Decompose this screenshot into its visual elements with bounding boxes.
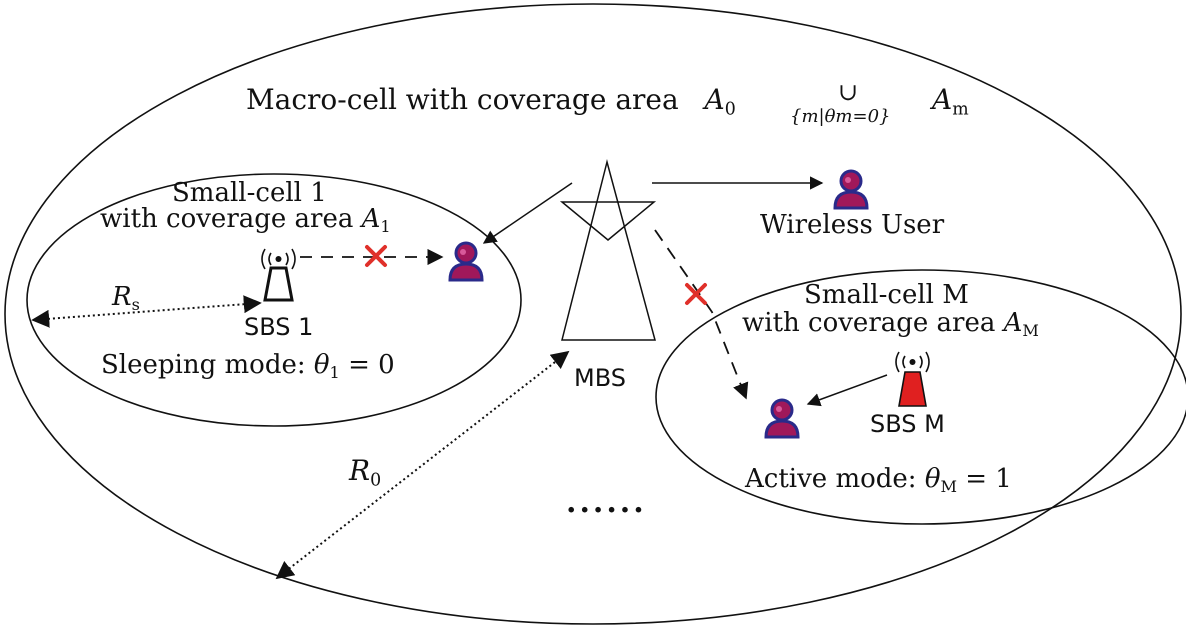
sleeping-mode-theta: θ: [313, 350, 330, 380]
active-mode-label: Active mode: θM = 1: [745, 466, 1012, 495]
small-cell-m-title: Small-cell M: [804, 280, 969, 310]
sbs1-antenna-icon: [261, 248, 296, 302]
radius-rs-subscript: s: [131, 295, 140, 315]
radius-rs-label: Rs: [112, 284, 140, 313]
sleeping-mode-subscript: 1: [329, 363, 340, 383]
small-cell-m-coverage-text: with coverage area: [742, 308, 996, 338]
sbsm-label: SBS M: [870, 410, 945, 438]
macro-a0-symbol: A: [704, 83, 725, 116]
macro-cell-boundary: [4, 3, 1182, 625]
mbs-to-userm-dashed-arrow: [654, 229, 749, 400]
sleeping-mode-label: Sleeping mode: θ1 = 0: [101, 352, 395, 381]
active-mode-text: Active mode:: [745, 464, 917, 494]
small-cell-1-coverage: with coverage area A1: [100, 206, 391, 235]
radius-r0-letter: R: [349, 454, 371, 487]
sbs1-label: SBS 1: [244, 313, 314, 341]
union-condition: {m|θm=0}: [790, 106, 891, 127]
small-cell-1-area-subscript: 1: [380, 217, 391, 237]
wireless-user-label: Wireless User: [760, 210, 945, 240]
small-cell-1-title: Small-cell 1: [172, 178, 327, 208]
active-mode-value: = 1: [965, 464, 1012, 494]
user-icon: [764, 398, 800, 439]
sleeping-mode-text: Sleeping mode:: [101, 350, 306, 380]
macro-am-letter: A: [932, 83, 953, 116]
active-mode-subscript: M: [940, 477, 957, 497]
macro-cell-label: Macro-cell with coverage area A0: [246, 86, 736, 119]
radius-rs-arrow: [31, 295, 262, 328]
mbs-tower-icon: [559, 159, 657, 341]
radius-r0-label: R0: [349, 457, 381, 490]
sbsm-antenna-icon: [895, 351, 930, 407]
small-cell-m-boundary: [655, 269, 1186, 525]
blocked-cross-icon: [685, 283, 707, 305]
radius-r0-arrow: [275, 350, 570, 580]
user-icon: [448, 241, 484, 282]
mbs-to-user1-arrow: [482, 182, 573, 244]
macro-am-symbol: Am: [932, 86, 969, 119]
small-cell-1-coverage-text: with coverage area: [100, 204, 354, 234]
macro-cell-label-text: Macro-cell with coverage area: [246, 83, 679, 116]
small-cell-m-coverage: with coverage area AM: [742, 310, 1039, 339]
sbsm-to-userm-arrow: [806, 374, 888, 407]
small-cell-1-boundary: [26, 173, 522, 427]
sleeping-mode-value: = 0: [348, 350, 395, 380]
small-cell-m-area-letter: A: [1003, 308, 1023, 338]
union-symbol: ∪: [838, 78, 859, 106]
active-mode-theta: θ: [924, 464, 941, 494]
more-cells-ellipsis: ......: [566, 485, 647, 520]
user-icon: [833, 169, 869, 210]
blocked-cross-icon: [365, 245, 387, 267]
radius-rs-letter: R: [112, 282, 132, 312]
small-cell-1-area-letter: A: [361, 204, 381, 234]
radius-r0-subscript: 0: [370, 470, 382, 491]
macro-a0-subscript: 0: [724, 99, 736, 120]
small-cell-m-area-subscript: M: [1022, 321, 1039, 341]
mbs-label: MBS: [574, 364, 626, 392]
macro-am-subscript: m: [952, 99, 969, 120]
